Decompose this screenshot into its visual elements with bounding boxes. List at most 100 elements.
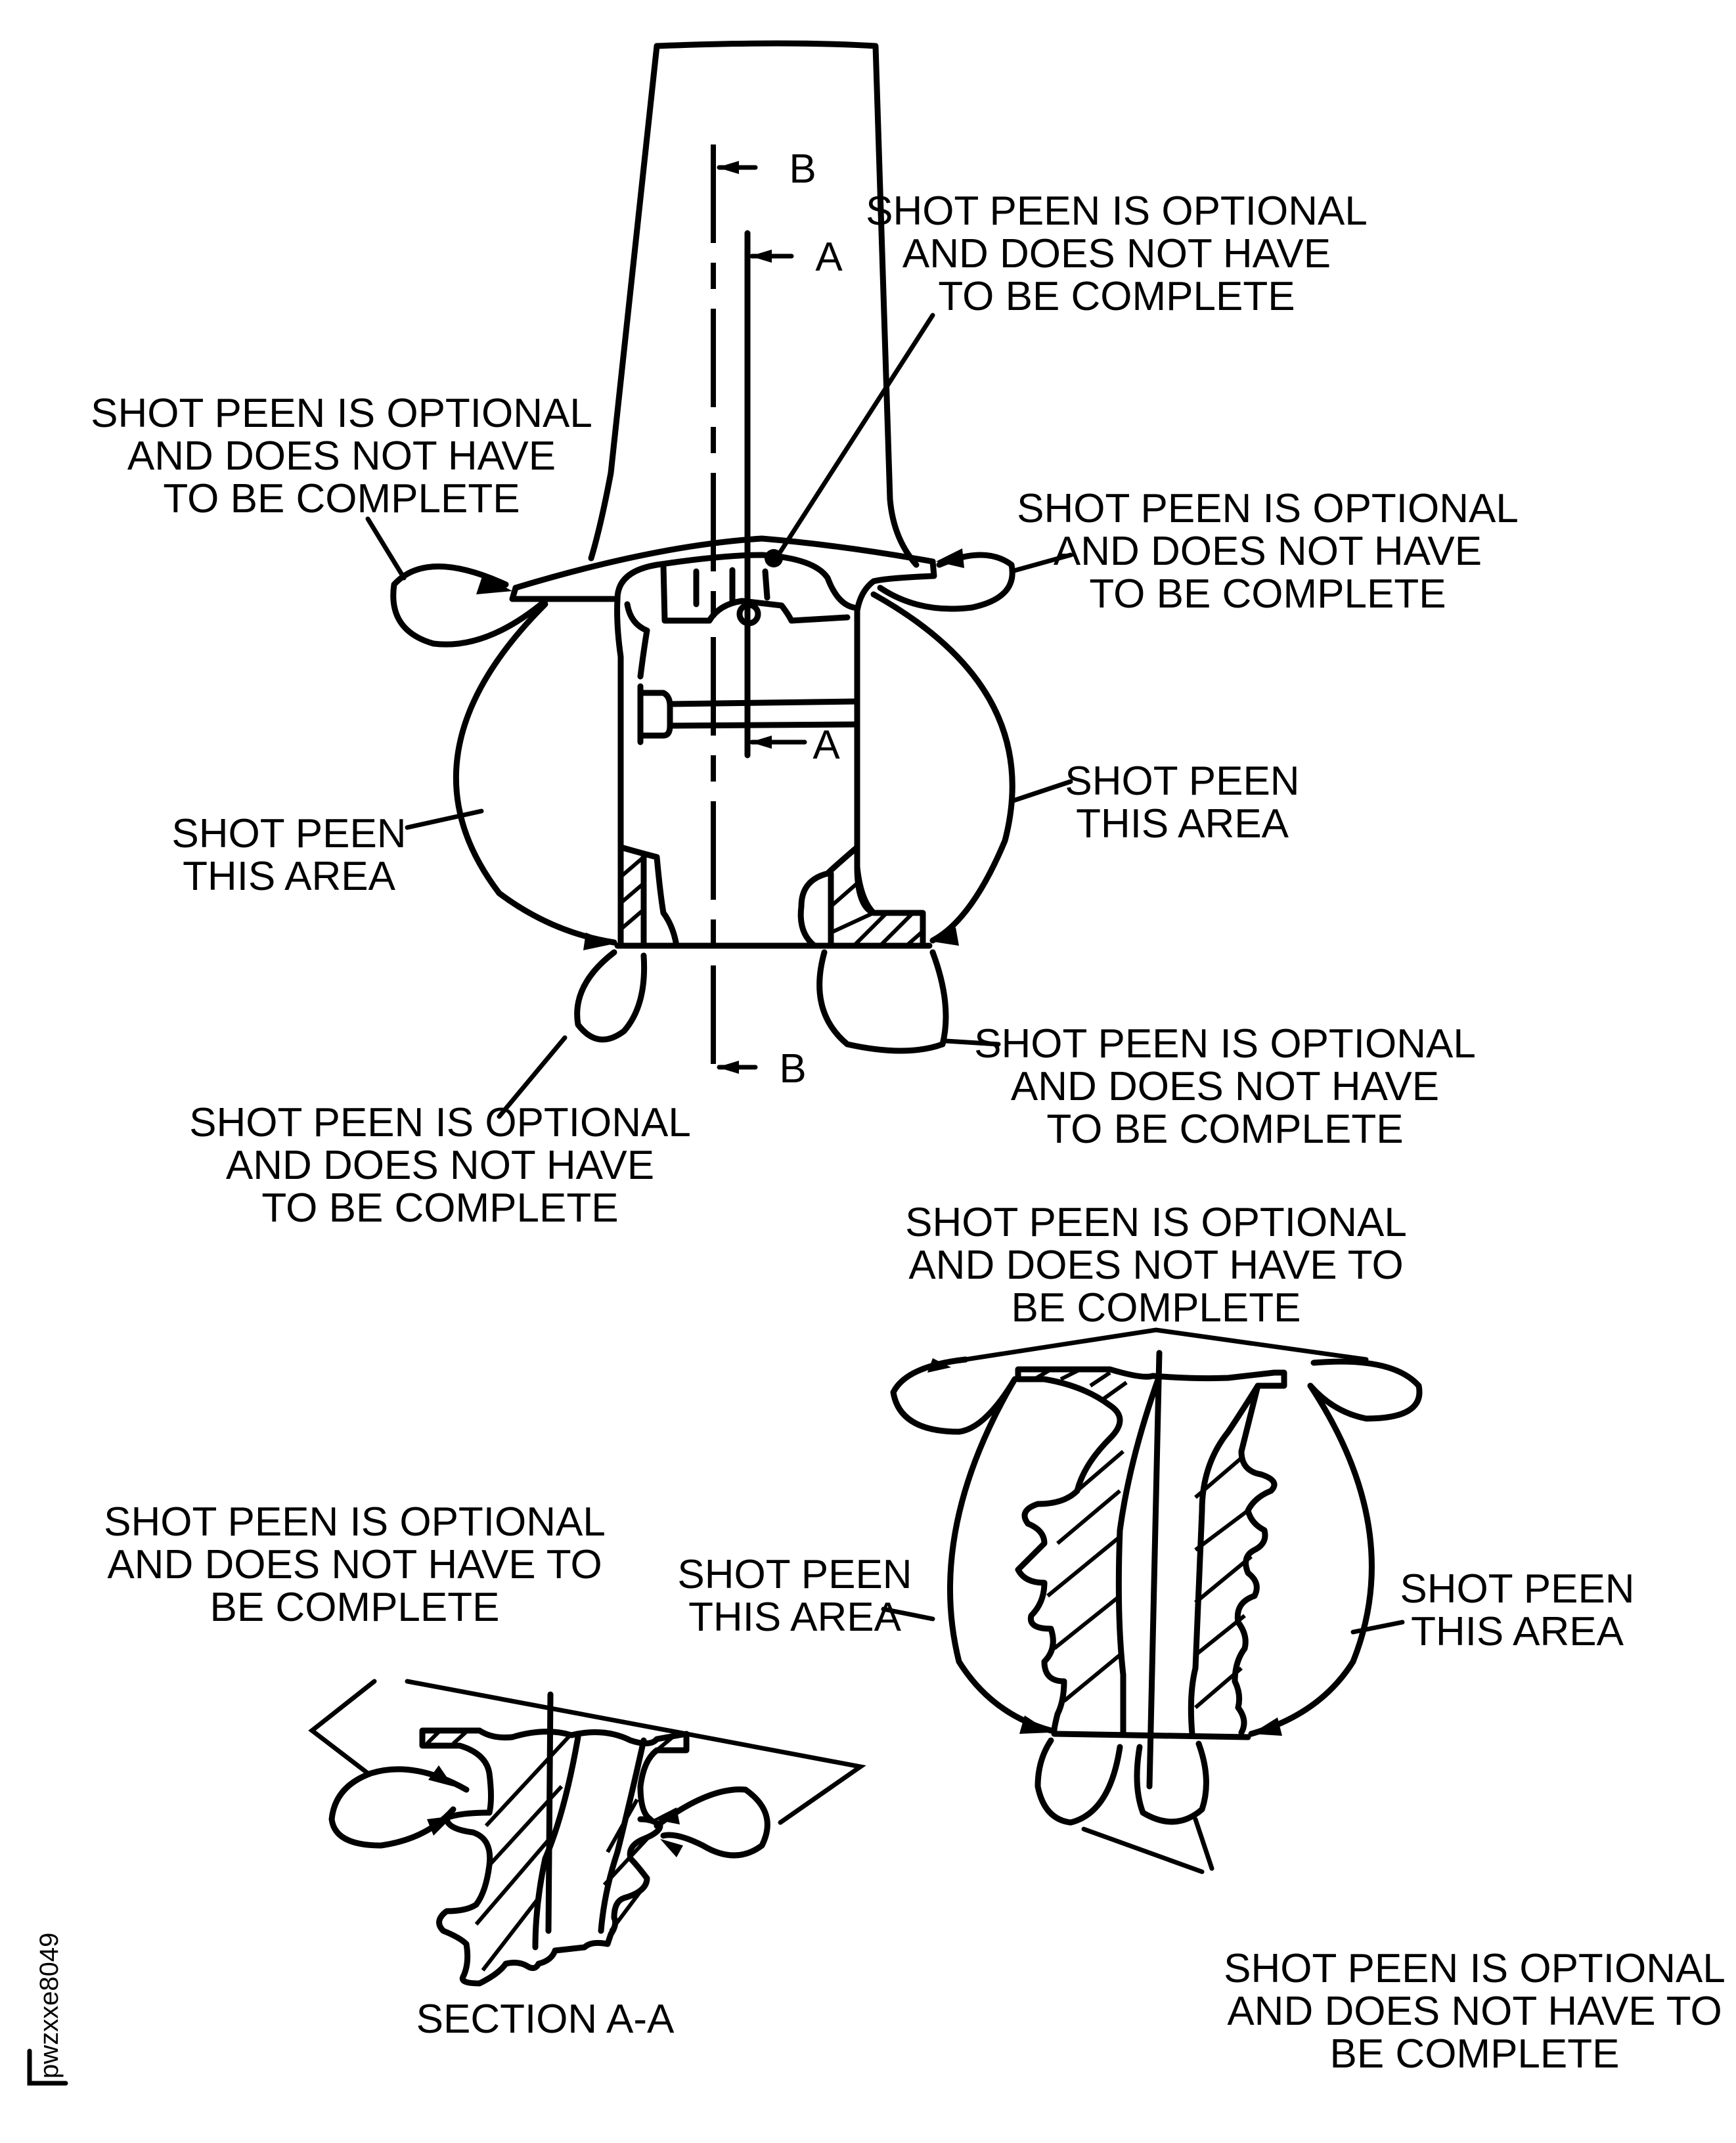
platform-top bbox=[512, 535, 936, 591]
svg-text:TO BE COMPLETE: TO BE COMPLETE bbox=[163, 476, 520, 521]
arrowhead bbox=[654, 1807, 680, 1824]
section-b-bottom-arrowhead bbox=[717, 1061, 739, 1074]
loop-sectionB-top-right bbox=[1307, 1358, 1423, 1422]
platform-left-tip bbox=[509, 585, 621, 602]
figure-id-bracket bbox=[27, 2048, 68, 2086]
arrowhead bbox=[427, 1816, 453, 1836]
arrowhead bbox=[1019, 1715, 1051, 1734]
sectionB-core-left bbox=[1115, 1373, 1163, 1737]
sectionA-hatching bbox=[474, 1732, 649, 1972]
figure-id: pwzxxe8049 bbox=[27, 1933, 68, 2086]
section-a-title: SECTION A-A bbox=[416, 1997, 675, 2042]
loop-sectionA-right bbox=[654, 1786, 770, 1859]
svg-text:AND DOES NOT HAVE: AND DOES NOT HAVE bbox=[1011, 1064, 1439, 1109]
section-b-top-arrowhead bbox=[717, 161, 739, 174]
platform-slots bbox=[693, 567, 770, 608]
root-left-section bbox=[617, 844, 680, 949]
leader-bottom-right bbox=[943, 1038, 1001, 1047]
svg-text:AND DOES NOT HAVE TO: AND DOES NOT HAVE TO bbox=[908, 1243, 1403, 1288]
leader-dot bbox=[765, 549, 783, 567]
svg-text:AND DOES NOT HAVE TO: AND DOES NOT HAVE TO bbox=[107, 1542, 602, 1587]
figure-id-text: pwzxxe8049 bbox=[35, 1933, 64, 2079]
sectionA-inner-left bbox=[532, 1734, 581, 1951]
platform-pocket bbox=[624, 562, 851, 680]
svg-text:TO BE COMPLETE: TO BE COMPLETE bbox=[1046, 1107, 1403, 1152]
root-right-section bbox=[797, 844, 926, 949]
svg-text:THIS AREA: THIS AREA bbox=[688, 1595, 902, 1640]
section-b-top-label: B bbox=[789, 146, 816, 192]
section-b-view bbox=[881, 1327, 1423, 1874]
sectionB-platform-left bbox=[1015, 1366, 1156, 1442]
callout-top-right: SHOT PEEN IS OPTIONAL AND DOES NOT HAVE … bbox=[1017, 486, 1519, 617]
svg-text:AND DOES NOT HAVE: AND DOES NOT HAVE bbox=[127, 433, 556, 479]
callout-bottom-left: SHOT PEEN IS OPTIONAL AND DOES NOT HAVE … bbox=[189, 1100, 691, 1231]
arrowhead bbox=[476, 575, 512, 594]
blade-main-view: B A A B bbox=[365, 40, 1073, 1119]
leader-top-left bbox=[365, 516, 407, 581]
sectionB-firtree-left bbox=[1015, 1435, 1113, 1734]
loop-sectionB-bottom-right bbox=[1134, 1740, 1209, 1825]
callout-main-left-area: SHOT PEEN THIS AREA bbox=[171, 811, 406, 899]
section-a-view bbox=[308, 1679, 866, 1987]
section-a-top-label: A bbox=[815, 234, 843, 280]
svg-text:BE COMPLETE: BE COMPLETE bbox=[1330, 2031, 1620, 2077]
svg-text:BE COMPLETE: BE COMPLETE bbox=[210, 1585, 500, 1630]
sectionB-base bbox=[1051, 1731, 1251, 1740]
arc-sectionB-left bbox=[946, 1376, 1054, 1734]
callout-sectionB-top: SHOT PEEN IS OPTIONAL AND DOES NOT HAVE … bbox=[905, 1200, 1407, 1331]
leader-sectionB-bottom bbox=[1081, 1817, 1214, 1874]
svg-text:AND DOES NOT HAVE: AND DOES NOT HAVE bbox=[226, 1143, 654, 1188]
svg-text:THIS AREA: THIS AREA bbox=[1411, 1609, 1624, 1654]
svg-text:SHOT PEEN IS OPTIONAL: SHOT PEEN IS OPTIONAL bbox=[1224, 1946, 1725, 1991]
callout-sectionB-left-area: SHOT PEEN THIS AREA bbox=[677, 1552, 912, 1640]
sectionA-inner-right bbox=[598, 1737, 647, 1934]
arrowhead bbox=[660, 1839, 683, 1857]
svg-text:AND DOES NOT HAVE TO: AND DOES NOT HAVE TO bbox=[1227, 1989, 1722, 2034]
sectionB-firtree-right bbox=[1188, 1382, 1278, 1737]
arc-left-area bbox=[453, 601, 617, 946]
callout-sectionB-right-area: SHOT PEEN THIS AREA bbox=[1400, 1566, 1634, 1654]
svg-text:SHOT PEEN: SHOT PEEN bbox=[677, 1552, 912, 1597]
svg-text:SHOT PEEN IS OPTIONAL: SHOT PEEN IS OPTIONAL bbox=[866, 188, 1368, 234]
root-left-hatching bbox=[619, 855, 645, 931]
svg-text:TO BE COMPLETE: TO BE COMPLETE bbox=[938, 274, 1295, 319]
sectionB-centerline bbox=[1146, 1350, 1163, 1790]
leader-main-right bbox=[1009, 779, 1073, 804]
platform-right-tip bbox=[854, 558, 937, 614]
section-a-bottom-arrowhead bbox=[750, 736, 772, 749]
sectionB-platform-left-hatching bbox=[1033, 1367, 1128, 1401]
svg-text:SHOT PEEN IS OPTIONAL: SHOT PEEN IS OPTIONAL bbox=[91, 391, 592, 436]
loop-bottom-left bbox=[574, 949, 648, 1043]
sectionA-left-contour bbox=[436, 1809, 663, 1987]
arrowhead bbox=[583, 933, 614, 950]
loop-sectionB-top-left bbox=[890, 1356, 1018, 1435]
callout-sectionA-top: SHOT PEEN IS OPTIONAL AND DOES NOT HAVE … bbox=[104, 1499, 606, 1630]
svg-text:SHOT PEEN: SHOT PEEN bbox=[1065, 759, 1299, 804]
svg-text:SHOT PEEN IS OPTIONAL: SHOT PEEN IS OPTIONAL bbox=[905, 1200, 1407, 1245]
leader-main-left bbox=[405, 808, 484, 830]
svg-text:THIS AREA: THIS AREA bbox=[183, 854, 396, 899]
callout-bottom-right: SHOT PEEN IS OPTIONAL AND DOES NOT HAVE … bbox=[974, 1021, 1476, 1152]
arrowhead bbox=[929, 927, 959, 946]
sectionA-top-flange bbox=[419, 1727, 690, 1823]
svg-text:TO BE COMPLETE: TO BE COMPLETE bbox=[1089, 571, 1446, 617]
svg-text:TO BE COMPLETE: TO BE COMPLETE bbox=[261, 1185, 618, 1231]
leader-sectionB-left-area bbox=[881, 1606, 935, 1622]
shank-left-wall bbox=[614, 596, 624, 949]
section-a-bottom-label: A bbox=[812, 722, 840, 768]
sectionA-flange-hatching bbox=[425, 1729, 678, 1752]
leader-top-right bbox=[1009, 552, 1073, 574]
loop-bottom-right bbox=[816, 949, 949, 1054]
arrowhead bbox=[1251, 1717, 1282, 1736]
svg-text:SHOT PEEN: SHOT PEEN bbox=[1400, 1566, 1634, 1612]
svg-text:THIS AREA: THIS AREA bbox=[1076, 801, 1289, 847]
sectionB-hatching bbox=[1046, 1449, 1253, 1710]
svg-text:SHOT PEEN IS OPTIONAL: SHOT PEEN IS OPTIONAL bbox=[104, 1499, 606, 1545]
platform-underside bbox=[614, 552, 857, 611]
sectionB-platform-right bbox=[1149, 1369, 1287, 1389]
arrowhead bbox=[927, 1358, 951, 1373]
svg-text:SHOT PEEN IS OPTIONAL: SHOT PEEN IS OPTIONAL bbox=[1017, 486, 1519, 531]
callout-main-right-area: SHOT PEEN THIS AREA bbox=[1065, 759, 1299, 847]
leader-top-center bbox=[776, 313, 935, 558]
svg-text:AND DOES NOT HAVE: AND DOES NOT HAVE bbox=[1054, 529, 1482, 574]
